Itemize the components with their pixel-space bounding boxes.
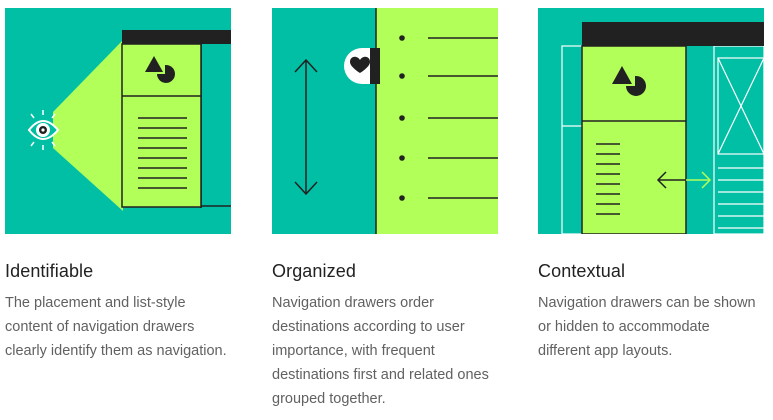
eye-icon (27, 110, 60, 150)
identifiable-illustration-svg (27, 30, 231, 211)
feature-description: The placement and list-style content of … (5, 295, 227, 359)
drawer-panel (376, 8, 498, 234)
feature-title: Organized (272, 261, 356, 281)
identifiable-illustration (5, 8, 231, 234)
feature-title: Identifiable (5, 261, 94, 281)
feature-description: Navigation drawers order destinations ac… (272, 295, 489, 407)
app-bar (122, 30, 231, 44)
feature-card-identifiable: Identifiable The placement and list-styl… (5, 8, 231, 363)
navigation-drawer (581, 45, 687, 234)
app-bar (582, 22, 764, 46)
double-arrow-vertical-icon (294, 58, 318, 196)
organized-illustration-svg (294, 8, 498, 234)
organized-illustration (272, 8, 498, 234)
shapes-icon (145, 56, 175, 83)
navigation-drawer (121, 43, 202, 208)
bulleted-list-icon (399, 35, 498, 201)
contextual-illustration-svg (561, 22, 764, 234)
content-list-lines (718, 167, 764, 229)
shapes-icon (612, 66, 646, 96)
image-placeholder-icon (717, 57, 764, 155)
contextual-illustration (538, 8, 764, 234)
feature-card-organized: Organized Navigation drawers order desti… (272, 8, 498, 411)
list-lines-icon (596, 143, 620, 215)
app-content-area (201, 30, 231, 208)
feature-title: Contextual (538, 261, 626, 281)
list-lines-icon (138, 117, 187, 189)
light-beam (53, 40, 123, 211)
feature-card-contextual: Contextual Navigation drawers can be sho… (538, 8, 764, 363)
double-arrow-horizontal-icon (656, 171, 712, 189)
heart-icon (344, 48, 380, 84)
feature-description: Navigation drawers can be shown or hidde… (538, 295, 756, 359)
